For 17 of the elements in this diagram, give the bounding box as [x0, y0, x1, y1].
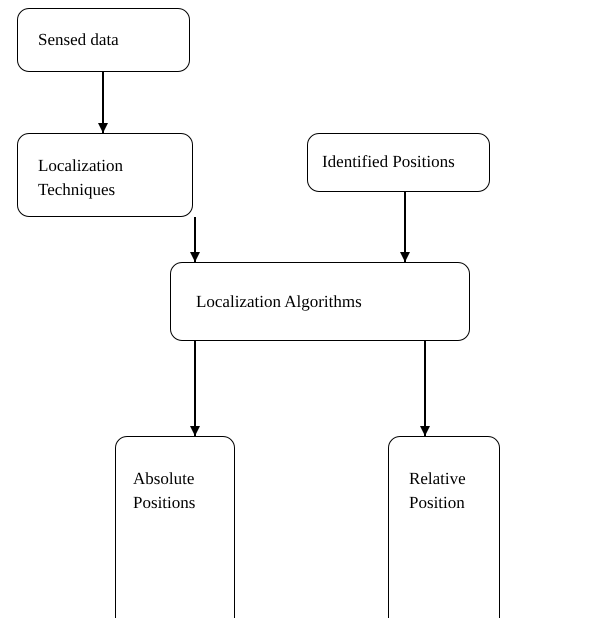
box-label: Localization Techniques	[38, 155, 124, 201]
process-box	[17, 133, 193, 217]
arrow	[420, 341, 430, 436]
arrow	[190, 341, 200, 436]
box-label: Identified Positions	[322, 151, 456, 173]
process-box	[17, 8, 190, 72]
box-label: Sensed data	[38, 29, 120, 51]
process-box	[115, 436, 235, 618]
process-box	[388, 436, 500, 618]
box-label: Relative Position	[409, 468, 467, 514]
arrow	[190, 217, 200, 262]
arrow	[400, 192, 410, 262]
process-box	[170, 262, 470, 341]
box-label: Absolute Positions	[133, 468, 196, 514]
arrow	[98, 72, 108, 133]
process-box	[307, 133, 490, 192]
box-label: Localization Algorithms	[196, 291, 363, 313]
